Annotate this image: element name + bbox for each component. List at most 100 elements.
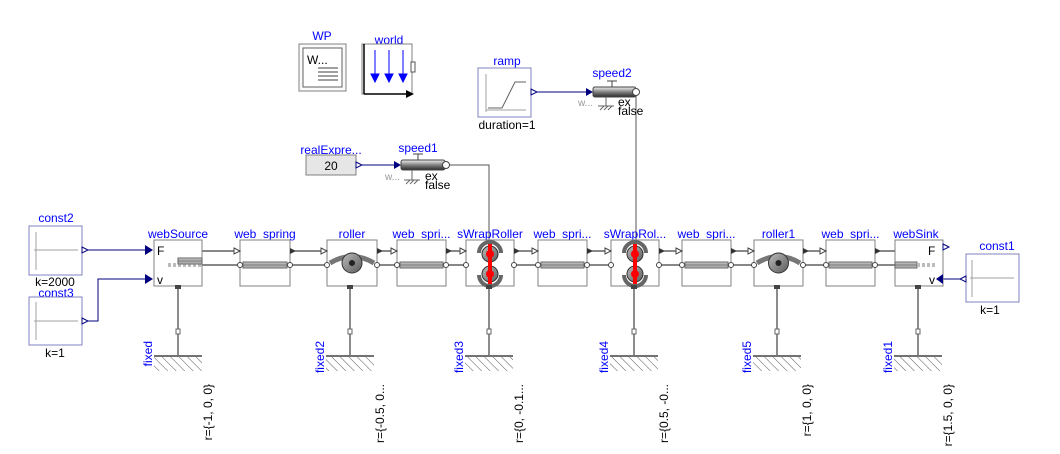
fixed-support-2[interactable]: fixed3 r={0, -0.1... — [452, 285, 526, 443]
drive-dot-icon — [631, 270, 639, 278]
wp-block[interactable]: WP W... — [298, 29, 347, 92]
gravity-arrows-icon — [370, 50, 408, 84]
real-expression-block[interactable]: realExpre... 20 — [300, 143, 364, 176]
web-segment-icon — [540, 261, 585, 269]
chain-roller-1[interactable]: roller — [320, 227, 383, 287]
const2-param: k=2000 — [35, 275, 75, 289]
fixed-label-4: fixed5 — [740, 341, 754, 373]
chain-spring-2[interactable]: web_spri... — [390, 227, 452, 287]
const3-param: k=1 — [45, 346, 65, 360]
web-segment-icon — [399, 261, 444, 269]
drive-dot-icon — [631, 250, 639, 258]
fixed-mount-icon — [486, 285, 492, 289]
const2-plot-icon — [34, 232, 78, 270]
fixed-param-2: r={0, -0.1... — [512, 384, 526, 443]
port-out-icon — [875, 248, 881, 254]
ramp-icon — [485, 74, 526, 112]
chain-label-0: web_spring — [233, 227, 295, 241]
chain-label-7: roller1 — [762, 227, 796, 241]
frame-port-icon — [800, 262, 806, 268]
port-in-icon — [390, 247, 399, 255]
const1-label: const1 — [979, 239, 1015, 253]
speed2-ex-label: ex — [618, 95, 631, 109]
real-expression-value: 20 — [324, 159, 338, 173]
world-block[interactable]: world — [361, 33, 416, 98]
fixed-label-2: fixed3 — [452, 341, 466, 373]
const2-block[interactable]: const2 k=2000 — [28, 211, 90, 289]
fixed-param-3: r={0.5, -0... — [657, 384, 671, 443]
speed1-w-label: w... — [384, 172, 400, 183]
port-out-icon — [446, 248, 452, 254]
chain-spring-4[interactable]: web_spri... — [531, 227, 593, 287]
chain-swrap-3[interactable]: sWrapRoller — [457, 227, 523, 288]
ground-hatch-icon — [154, 357, 202, 371]
const1-block[interactable]: const1 k=1 — [958, 239, 1020, 317]
frame-port-icon — [511, 262, 517, 268]
chain-box-1 — [326, 239, 378, 287]
speed2-w-label: w... — [577, 98, 593, 109]
fixed-param-4: r={1, 0, 0} — [800, 384, 814, 436]
web-source-port-f: F — [157, 244, 164, 258]
const2-label: const2 — [38, 211, 74, 225]
ramp-label: ramp — [493, 54, 521, 68]
fixed-label-0: fixed — [141, 341, 155, 366]
wp-table-icon — [318, 67, 338, 81]
fixed-support-3[interactable]: fixed4 r={0.5, -0... — [597, 285, 671, 443]
port-in-icon — [819, 247, 828, 255]
fixed-mount-icon — [631, 285, 637, 289]
wrap-arc-icon — [622, 240, 648, 254]
web-source-label: webSource — [147, 227, 208, 241]
web-sink-block[interactable]: webSink F v — [892, 227, 951, 287]
frame-port-icon — [751, 262, 757, 268]
frame-port-icon — [679, 262, 685, 268]
port-in-icon — [675, 247, 684, 255]
web-segment-icon — [684, 261, 729, 269]
port-out-icon — [290, 248, 296, 254]
const1-param: k=1 — [980, 303, 1000, 317]
frame-port-icon — [535, 262, 541, 268]
ground-hatch-icon — [465, 357, 513, 371]
port-out-icon — [803, 248, 809, 254]
speed2-block[interactable]: speed2 w... ex false — [577, 66, 644, 118]
speed1-ex-label: ex — [425, 169, 438, 183]
chain-spring-8[interactable]: web_spri... — [819, 227, 881, 287]
frame-port-icon — [443, 262, 449, 268]
frame-port-icon — [287, 262, 293, 268]
speed1-block[interactable]: speed1 w... ex false — [384, 141, 451, 192]
chain-spring-0[interactable]: web_spring — [233, 227, 296, 287]
chain-spring-6[interactable]: web_spri... — [675, 227, 737, 287]
fixed-port-icon — [774, 328, 780, 335]
ramp-block[interactable]: ramp duration=1 — [477, 54, 539, 132]
web-sink-label: webSink — [892, 227, 939, 241]
chain-roller-7[interactable]: roller1 — [747, 227, 809, 287]
fixed-param-1: r={-0.5, 0... — [373, 384, 387, 443]
ground-hatch-icon — [894, 357, 942, 371]
fixed-port-icon — [347, 328, 353, 335]
speed2-ground-icon — [598, 97, 614, 111]
speed1-false-label: false — [425, 178, 451, 192]
fixed-port-icon — [631, 328, 637, 335]
const3-block[interactable]: const3 k=1 — [28, 286, 90, 360]
chain-swrap-5[interactable]: sWrapRol... — [604, 227, 666, 288]
chain-label-4: web_spri... — [532, 227, 591, 241]
drive-dot-icon — [486, 250, 494, 258]
fixed-port-icon — [915, 328, 921, 335]
chain-label-6: web_spri... — [676, 227, 735, 241]
fixed-mount-icon — [347, 285, 353, 289]
drive-dot-icon — [486, 270, 494, 278]
fixed-label-5: fixed1 — [881, 341, 895, 373]
fixed-support-4[interactable]: fixed5 r={1, 0, 0} — [740, 285, 814, 436]
port-in-icon — [320, 247, 329, 255]
speed1-ground-icon — [404, 170, 420, 185]
ground-hatch-icon — [610, 357, 658, 371]
fixed-label-3: fixed4 — [597, 341, 611, 373]
web-source-block[interactable]: webSource F v — [145, 227, 208, 287]
frame-port-icon — [608, 262, 614, 268]
frame-port-icon — [374, 262, 380, 268]
chain-label-5: sWrapRol... — [604, 227, 666, 241]
frame-port-icon — [584, 262, 590, 268]
